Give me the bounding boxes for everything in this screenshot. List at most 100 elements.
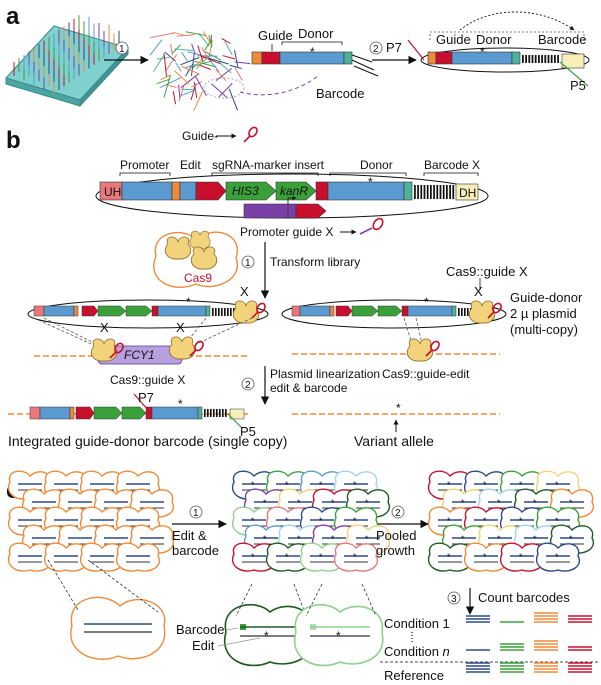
svg-text:*: * bbox=[331, 498, 335, 508]
cell-grid-unedited bbox=[7, 470, 175, 572]
svg-text:*: * bbox=[251, 552, 255, 562]
barcode-count-bars bbox=[466, 612, 592, 673]
svg-text:*: * bbox=[319, 552, 323, 562]
cell-grid-pooled: ******************** bbox=[427, 470, 595, 572]
cell-grid-edited: ******************** bbox=[231, 470, 391, 572]
promoter-guide-cassette bbox=[243, 196, 327, 219]
label-p5-a: P5 bbox=[570, 78, 586, 93]
chromosome-left-fcy1 bbox=[33, 317, 253, 365]
svg-text:*: * bbox=[569, 534, 573, 544]
label-barcode-c: Barcode bbox=[176, 622, 224, 637]
guide-rna-hairpin-legend bbox=[243, 125, 260, 143]
label-guide-a2: Guide bbox=[436, 32, 471, 47]
svg-text:*: * bbox=[319, 516, 323, 526]
step-2-circle-a: 2 bbox=[369, 41, 383, 55]
label-plasmid-line1: Guide-donor bbox=[510, 290, 583, 305]
step-3-circle-c: 3 bbox=[447, 591, 461, 605]
svg-text:1: 1 bbox=[193, 508, 199, 519]
svg-text:2: 2 bbox=[245, 380, 251, 391]
svg-text:*: * bbox=[480, 45, 485, 59]
label-count-barcodes: Count barcodes bbox=[478, 590, 570, 605]
label-x-left-a: X bbox=[100, 320, 109, 335]
step-2-circle-b: 2 bbox=[241, 377, 255, 391]
label-guide-legend: Guide- bbox=[182, 129, 218, 143]
yeast-cell-with-cas9 bbox=[153, 230, 239, 288]
label-condition-n: Condition n bbox=[384, 644, 450, 659]
svg-text:1: 1 bbox=[245, 258, 251, 269]
label-donor-a2: Donor bbox=[476, 32, 512, 47]
zoom-lead-line bbox=[239, 75, 319, 96]
label-p7-b: P7 bbox=[138, 390, 154, 405]
svg-text:*: * bbox=[447, 516, 451, 526]
plasmid-right-cell bbox=[281, 299, 507, 329]
plasmid-a bbox=[407, 11, 590, 87]
svg-text:*: * bbox=[353, 552, 357, 562]
oligo-construct-a bbox=[251, 51, 379, 77]
svg-text:2: 2 bbox=[373, 44, 379, 55]
label-cas9-guide-edit: Cas9::guide-edit bbox=[382, 367, 470, 381]
microarray-chip-illustration bbox=[5, 15, 129, 108]
label-his3: HIS3 bbox=[232, 184, 259, 198]
label-p5-b: P5 bbox=[240, 424, 256, 439]
label-x-left-top: X bbox=[240, 284, 249, 299]
label-x-right-top: X bbox=[474, 284, 483, 299]
label-promoter-guide-x: Promoter guide X bbox=[240, 225, 333, 239]
svg-text:*: * bbox=[519, 516, 523, 526]
step-2-circle-c: 2 bbox=[391, 505, 405, 519]
panel-label-b: b bbox=[6, 127, 21, 154]
label-edit-c: Edit bbox=[192, 638, 215, 653]
label-pooled-1: Pooled bbox=[376, 528, 416, 543]
svg-text:*: * bbox=[447, 552, 451, 562]
label-x-left-b: X bbox=[176, 320, 185, 335]
svg-text:*: * bbox=[285, 552, 289, 562]
svg-text:3: 3 bbox=[451, 594, 457, 605]
zoom-cell-edited-light bbox=[293, 583, 384, 667]
integrated-locus bbox=[8, 393, 250, 429]
step-1-circle-c: 1 bbox=[189, 505, 203, 519]
label-reference: Reference bbox=[384, 668, 444, 683]
svg-text:*: * bbox=[424, 295, 429, 309]
svg-text:*: * bbox=[519, 552, 523, 562]
label-cas9-guide-x-top: Cas9::guide X bbox=[446, 264, 528, 279]
zoom-cell-unedited bbox=[47, 559, 166, 660]
svg-text:*: * bbox=[336, 629, 341, 643]
svg-text:*: * bbox=[396, 401, 401, 415]
svg-text:*: * bbox=[555, 480, 559, 490]
svg-text:*: * bbox=[263, 534, 267, 544]
panel-label-a: a bbox=[6, 3, 20, 30]
svg-text:*: * bbox=[461, 534, 465, 544]
label-guide-a: Guide bbox=[258, 28, 293, 43]
svg-text:*: * bbox=[555, 516, 559, 526]
svg-text:*: * bbox=[251, 480, 255, 490]
svg-text:*: * bbox=[264, 629, 269, 643]
step-1-circle-b: 1 bbox=[241, 255, 255, 269]
label-pooled-2: growth bbox=[376, 543, 415, 558]
label-linearization-2: edit & barcode bbox=[270, 381, 348, 395]
svg-text:1: 1 bbox=[119, 44, 125, 55]
svg-text:*: * bbox=[497, 534, 501, 544]
svg-text:*: * bbox=[555, 552, 559, 562]
svg-text:*: * bbox=[331, 534, 335, 544]
step-1-circle-a: 1 bbox=[115, 41, 129, 55]
chromosome-right-edit bbox=[292, 317, 500, 362]
svg-text:*: * bbox=[569, 498, 573, 508]
svg-text:*: * bbox=[368, 175, 373, 189]
label-edit-barcode-2: barcode bbox=[172, 543, 219, 558]
svg-text:*: * bbox=[533, 498, 537, 508]
svg-text:*: * bbox=[365, 498, 369, 508]
label-kanr: kanR bbox=[280, 184, 308, 198]
svg-text:*: * bbox=[285, 516, 289, 526]
label-promoter: Promoter bbox=[120, 158, 169, 172]
label-uh: UH bbox=[104, 185, 121, 199]
label-edit: Edit bbox=[180, 158, 201, 172]
svg-text:*: * bbox=[483, 480, 487, 490]
svg-text:*: * bbox=[461, 498, 465, 508]
svg-text:*: * bbox=[310, 45, 315, 59]
svg-text:*: * bbox=[178, 397, 183, 411]
label-p7-a: P7 bbox=[386, 40, 402, 55]
svg-text:*: * bbox=[285, 480, 289, 490]
zoom-circle bbox=[203, 77, 245, 99]
label-barcode-a2: Barcode bbox=[538, 32, 586, 47]
label-linearization-1: Plasmid linearization bbox=[270, 367, 380, 381]
